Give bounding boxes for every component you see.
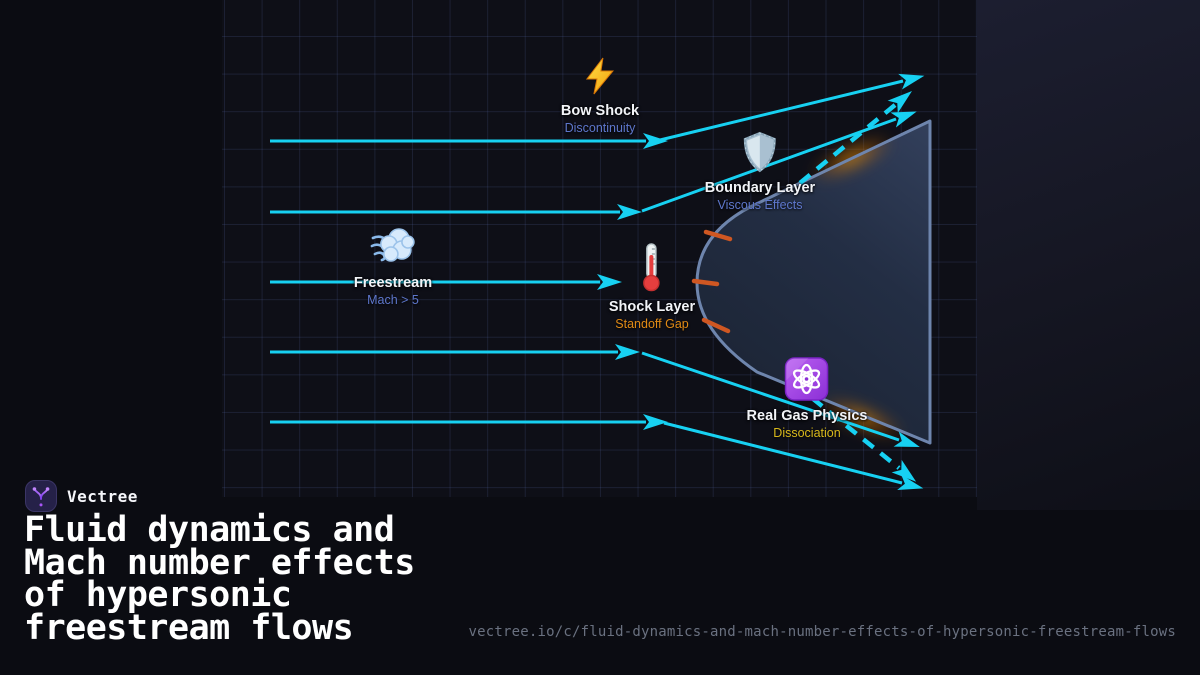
node-bow-shock: Bow Shock Discontinuity [561, 56, 639, 135]
node-label: Freestream [353, 275, 433, 291]
node-label: Bow Shock [560, 103, 640, 119]
title-line: freestream flows [24, 607, 354, 648]
shield-icon [743, 131, 777, 173]
right-background-glow [977, 0, 1200, 510]
node-sublabel: Dissociation [773, 426, 841, 440]
shock-wave-dashed-arrows [798, 91, 917, 482]
node-boundary-layer: Boundary Layer Viscous Effects [705, 131, 815, 212]
node-sublabel: Discontinuity [564, 121, 636, 135]
vectree-logo [25, 480, 57, 512]
lightning-bolt-icon [585, 57, 615, 95]
node-real-gas-physics: Real Gas Physics Dissociation [746, 357, 868, 440]
node-shock-layer: Shock Layer Standoff Gap [609, 242, 695, 331]
wind-gust-icon [370, 228, 415, 262]
vectree-branch-icon [32, 487, 50, 507]
title-line: Fluid dynamics and [24, 510, 395, 550]
node-sublabel: Standoff Gap [615, 317, 689, 331]
title-line: of hypersonic [24, 575, 292, 616]
title-line: Mach number effects [24, 542, 415, 583]
brand-name: Vectree [67, 486, 138, 506]
node-label: Boundary Layer [704, 180, 816, 196]
thermometer-icon [643, 243, 660, 292]
node-freestream: Freestream Mach > 5 [354, 226, 432, 307]
node-label: Real Gas Physics [746, 408, 868, 424]
shock-standoff-ticks [691, 229, 733, 334]
node-sublabel: Viscous Effects [717, 198, 803, 212]
page-title: Fluid dynamics and Mach number effects o… [24, 510, 415, 648]
node-label: Shock Layer [608, 299, 696, 315]
deflected-streamlines [641, 73, 925, 491]
node-sublabel: Mach > 5 [367, 293, 419, 307]
brand: Vectree [25, 480, 138, 512]
atom-icon [785, 357, 829, 401]
freestream-arrows [270, 133, 668, 430]
page-url: vectree.io/c/fluid-dynamics-and-mach-num… [468, 624, 1176, 640]
